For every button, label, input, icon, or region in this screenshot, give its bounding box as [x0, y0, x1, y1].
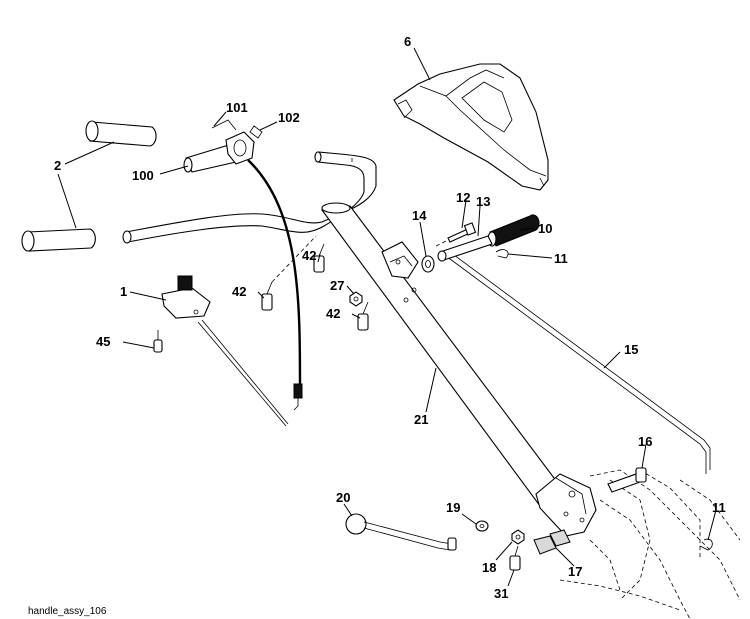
throttle-bracket-1	[161, 275, 289, 427]
depth-lever-20	[345, 513, 457, 551]
callout-6: 6	[404, 34, 411, 49]
callout-27: 27	[330, 278, 344, 293]
screw-45	[153, 330, 163, 353]
shift-rod	[445, 251, 711, 474]
bolt-12-guide	[435, 239, 449, 247]
clip-102	[249, 125, 263, 139]
control-cable	[247, 159, 302, 399]
nut-18	[511, 529, 525, 545]
tiller-frame-outline	[559, 469, 741, 619]
nut-27	[349, 291, 363, 307]
bolt-31	[509, 545, 521, 571]
callout-11-upper: 11	[554, 251, 568, 266]
bolt-16	[607, 467, 647, 493]
callout-101: 101	[226, 100, 248, 115]
callout-13: 13	[476, 194, 490, 209]
bolt-12	[447, 222, 477, 243]
callout-21: 21	[414, 412, 428, 427]
leader-lines	[57, 47, 717, 587]
callout-1: 1	[120, 284, 127, 299]
shift-lever	[437, 235, 493, 262]
callout-20: 20	[336, 490, 350, 505]
callout-19: 19	[446, 500, 460, 515]
callout-42-bottom: 42	[326, 306, 340, 321]
callout-10: 10	[538, 221, 552, 236]
cable-end	[293, 383, 303, 411]
hairpin-clip-upper	[495, 249, 509, 259]
callout-18: 18	[482, 560, 496, 575]
callout-11-lower: 11	[712, 500, 726, 515]
spacer-14	[421, 255, 435, 273]
diagram-caption: handle_assy_106	[28, 606, 107, 617]
callout-31: 31	[494, 586, 508, 601]
engine-cover	[393, 63, 549, 191]
callout-45: 45	[96, 334, 110, 349]
pads-17	[533, 529, 571, 555]
main-handle-tube	[321, 202, 567, 507]
callout-102: 102	[278, 110, 300, 125]
callout-42-top: 42	[302, 248, 316, 263]
callout-12: 12	[456, 190, 470, 205]
hairpin-clip-lower	[699, 538, 713, 551]
callout-16: 16	[638, 434, 652, 449]
callout-2: 2	[54, 158, 61, 173]
shift-bracket	[381, 241, 419, 279]
bolt-42-bottom	[357, 301, 369, 331]
callout-17: 17	[568, 564, 582, 579]
callout-14: 14	[412, 208, 427, 223]
callout-42-left: 42	[232, 284, 246, 299]
washer-19	[475, 520, 489, 532]
tube-lower-bracket	[535, 473, 597, 537]
lever-clamp-101	[211, 119, 255, 165]
callout-15: 15	[624, 342, 638, 357]
hand-grip-upper	[85, 120, 157, 147]
handlebar-tube	[122, 151, 377, 244]
hand-grip-lower	[21, 228, 96, 252]
callout-100: 100	[132, 168, 154, 183]
shift-grip	[487, 214, 540, 247]
